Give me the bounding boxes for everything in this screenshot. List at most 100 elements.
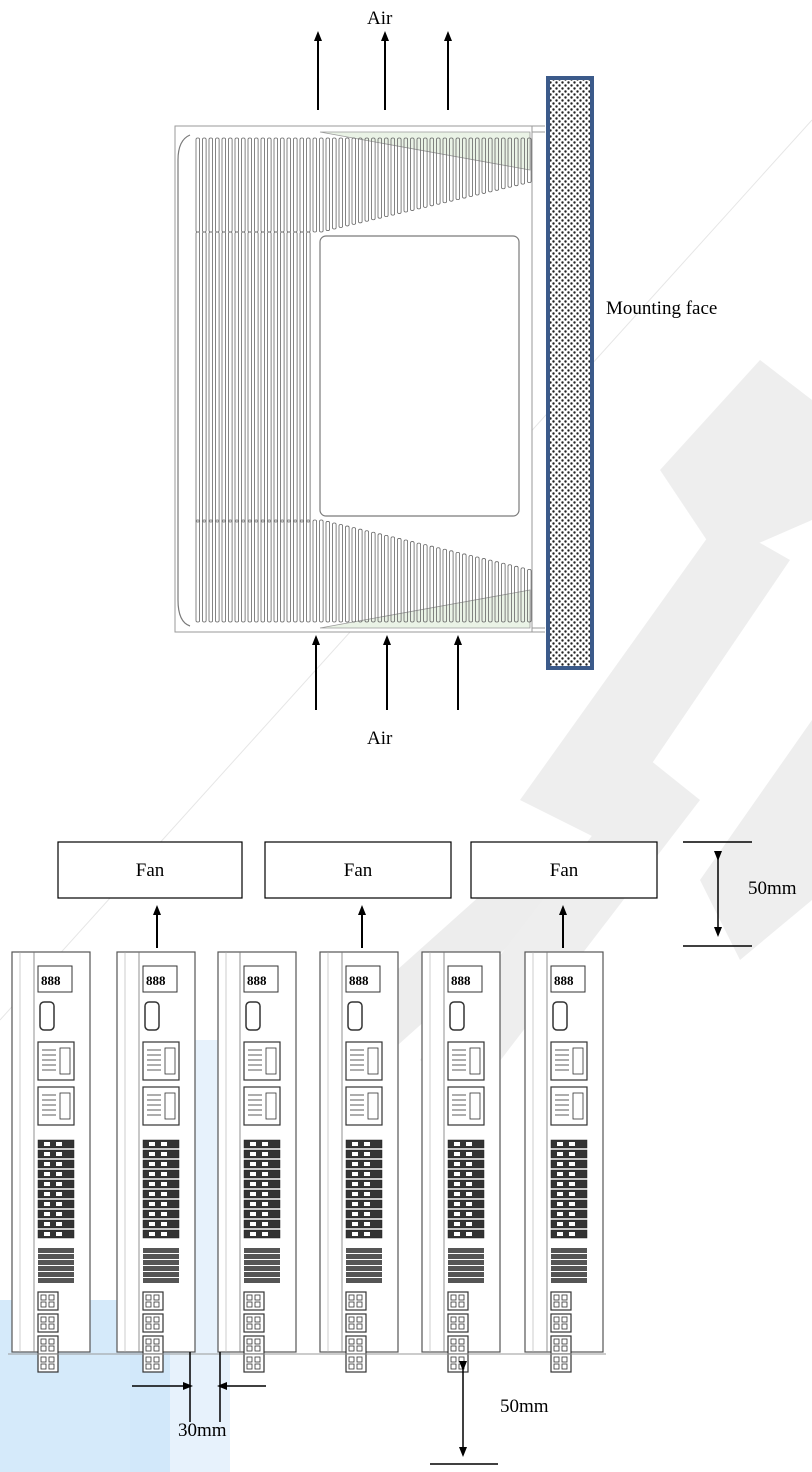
heatsink-fin xyxy=(364,530,369,623)
heatsink-fin xyxy=(215,231,220,523)
heatsink-fin xyxy=(293,519,298,623)
fan-clearance-dimension: 50mm xyxy=(683,841,797,947)
encoder-terminal xyxy=(448,1266,484,1271)
encoder-terminal xyxy=(244,1254,280,1259)
heatsink-fin xyxy=(377,137,382,219)
heatsink-fin xyxy=(520,567,525,623)
servo-drive: 888 xyxy=(217,951,297,1373)
heatsink-fin xyxy=(429,545,434,623)
encoder-terminal xyxy=(143,1272,179,1277)
led-display xyxy=(447,965,483,993)
heatsink-fin xyxy=(429,137,434,207)
heatsink-fin xyxy=(234,519,239,623)
encoder-terminal xyxy=(551,1272,587,1277)
heatsink-fin xyxy=(228,519,233,623)
heatsink-fin xyxy=(403,137,408,213)
heatsink-fin xyxy=(325,521,330,623)
mounting-face-label: Mounting face xyxy=(606,298,717,319)
fan-label: Fan xyxy=(344,860,373,881)
encoder-terminal xyxy=(448,1260,484,1265)
heatsink-fin xyxy=(221,519,226,623)
power-connector xyxy=(447,1291,469,1311)
heatsink-fin xyxy=(247,519,252,623)
led-display xyxy=(550,965,586,993)
bottom-clearance-label: 50mm xyxy=(500,1396,549,1417)
heatsink-fins-lower xyxy=(195,519,532,623)
encoder-terminal xyxy=(346,1278,382,1283)
usb-port xyxy=(144,1001,160,1031)
heatsink-fins-left xyxy=(195,231,311,523)
servo-drive: 888 xyxy=(421,951,501,1373)
drive-side-view xyxy=(174,125,545,633)
led-digits: 888 xyxy=(41,973,61,988)
heatsink-fin xyxy=(332,137,337,230)
heatsink-fin xyxy=(299,519,304,623)
power-connector xyxy=(37,1291,59,1311)
heatsink-fin xyxy=(507,137,512,188)
heatsink-fin xyxy=(442,548,447,623)
led-digits: 888 xyxy=(146,973,166,988)
heatsink-fin xyxy=(507,564,512,623)
heatsink-fin xyxy=(390,536,395,623)
led-display xyxy=(142,965,178,993)
power-connector xyxy=(550,1291,572,1311)
heatsink-fin xyxy=(468,555,473,623)
heatsink-fin xyxy=(423,544,428,623)
heatsink-fin xyxy=(241,231,246,523)
usb-port xyxy=(245,1001,261,1031)
encoder-terminal xyxy=(346,1272,382,1277)
airflow-out-arrows xyxy=(314,31,452,110)
encoder-terminal xyxy=(38,1254,74,1259)
encoder-terminal xyxy=(143,1260,179,1265)
heatsink-fin xyxy=(273,519,278,623)
usb-port xyxy=(347,1001,363,1031)
fan-box: Fan xyxy=(470,841,658,899)
heatsink-fin xyxy=(358,137,363,224)
heatsink-fin xyxy=(397,538,402,623)
usb-port xyxy=(449,1001,465,1031)
usb-port xyxy=(39,1001,55,1031)
heatsink-fin xyxy=(475,137,480,196)
heatsink-fin xyxy=(273,231,278,523)
side-gap-dimension: 30mm xyxy=(132,1352,266,1441)
heatsink-fin xyxy=(325,137,330,231)
power-connector xyxy=(345,1291,367,1311)
heatsink-fin xyxy=(247,231,252,523)
heatsink-fin xyxy=(312,137,317,233)
heatsink-fin xyxy=(462,137,467,199)
heatsink-fin xyxy=(202,519,207,623)
heatsink-fin xyxy=(514,565,519,623)
heatsink-fin xyxy=(436,137,441,205)
heatsink-fin xyxy=(501,137,506,190)
encoder-terminal xyxy=(551,1254,587,1259)
power-connector xyxy=(447,1313,469,1333)
encoder-terminal xyxy=(448,1248,484,1253)
led-digits: 888 xyxy=(247,973,267,988)
heatsink-fin xyxy=(416,137,421,210)
encoder-terminal xyxy=(244,1278,280,1283)
encoder-terminal xyxy=(551,1248,587,1253)
heatsink-fin xyxy=(371,137,376,221)
heatsink-fin xyxy=(338,137,343,228)
heatsink-fin xyxy=(260,231,265,523)
heatsink-fin xyxy=(455,137,460,201)
power-connector xyxy=(550,1313,572,1333)
led-display xyxy=(37,965,73,993)
heatsink-fin xyxy=(455,551,460,623)
heatsink-fin xyxy=(390,137,395,216)
heatsink-fin xyxy=(403,539,408,623)
heatsink-fin xyxy=(286,519,291,623)
encoder-terminal xyxy=(38,1266,74,1271)
heatsink-fin xyxy=(338,524,343,623)
heatsink-fin xyxy=(319,137,324,233)
heatsink-fin xyxy=(410,137,415,211)
heatsink-fin xyxy=(195,519,200,623)
heatsink-fin xyxy=(449,137,454,202)
heatsink-fin xyxy=(208,231,213,523)
side-gap-label: 30mm xyxy=(178,1420,227,1441)
heatsink-fin xyxy=(514,137,519,187)
encoder-terminal xyxy=(38,1272,74,1277)
heatsink-fin xyxy=(371,531,376,623)
